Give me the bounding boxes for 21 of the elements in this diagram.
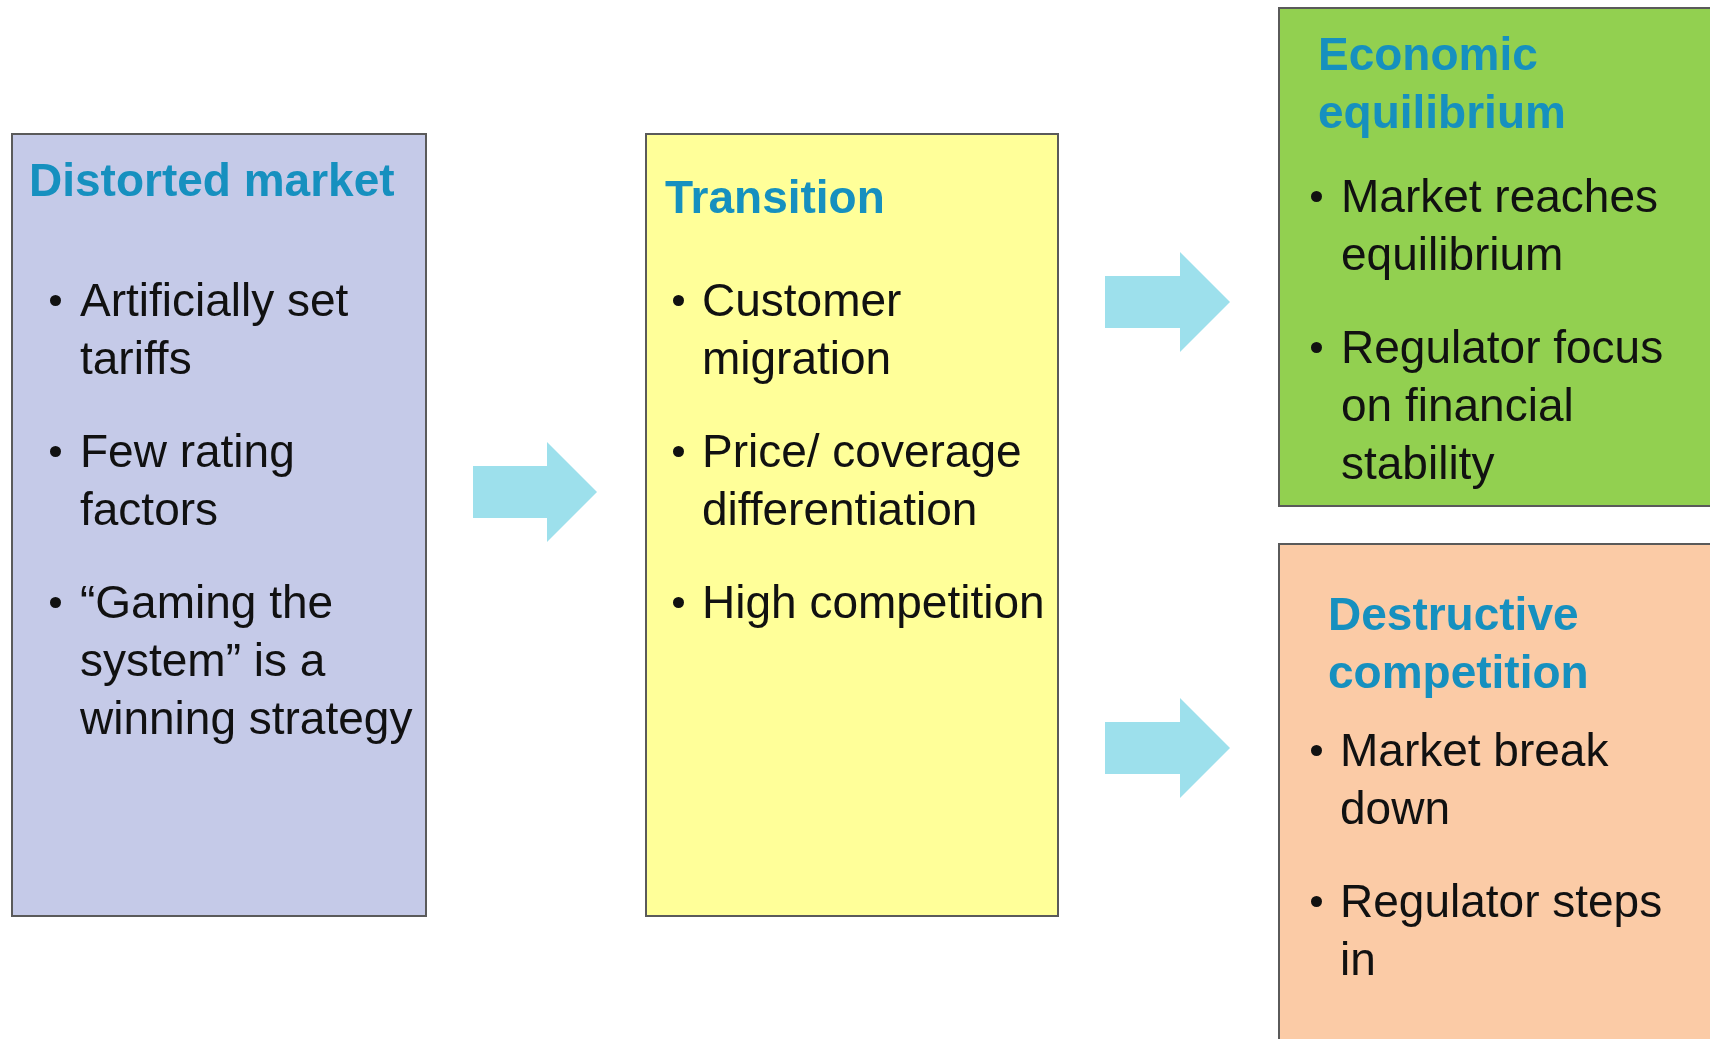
stage-panel	[11, 133, 427, 917]
bullet-item: Few rating factors	[50, 422, 421, 538]
bullet-item: “Gaming the system” is a winning strategy	[50, 573, 421, 747]
panel-heading: Transition	[665, 170, 886, 225]
bullet-item: Regulator focus on financial stability	[1311, 318, 1706, 492]
panel-heading: Economic equilibrium	[1318, 27, 1567, 140]
bullet-item: Customer migration	[673, 271, 1053, 387]
bullet-item: Regulator steps in	[1311, 872, 1706, 988]
stage-panel	[645, 133, 1059, 917]
block-arrow	[473, 442, 597, 542]
bullet-item: Market reaches equilibrium	[1311, 167, 1706, 283]
bullet-item: High competition	[673, 573, 1053, 631]
stage-panel	[1278, 7, 1710, 507]
block-arrow	[1105, 252, 1230, 352]
panel-heading: Distorted market	[29, 153, 396, 208]
panel-heading: Destructive competition	[1328, 587, 1590, 700]
bullet-item: Price/ coverage differentiation	[673, 422, 1053, 538]
block-arrow	[1105, 698, 1230, 798]
bullet-item: Artificially set tariffs	[50, 271, 421, 387]
bullet-item: Market break down	[1311, 721, 1706, 837]
stage-panel	[1278, 543, 1710, 1039]
